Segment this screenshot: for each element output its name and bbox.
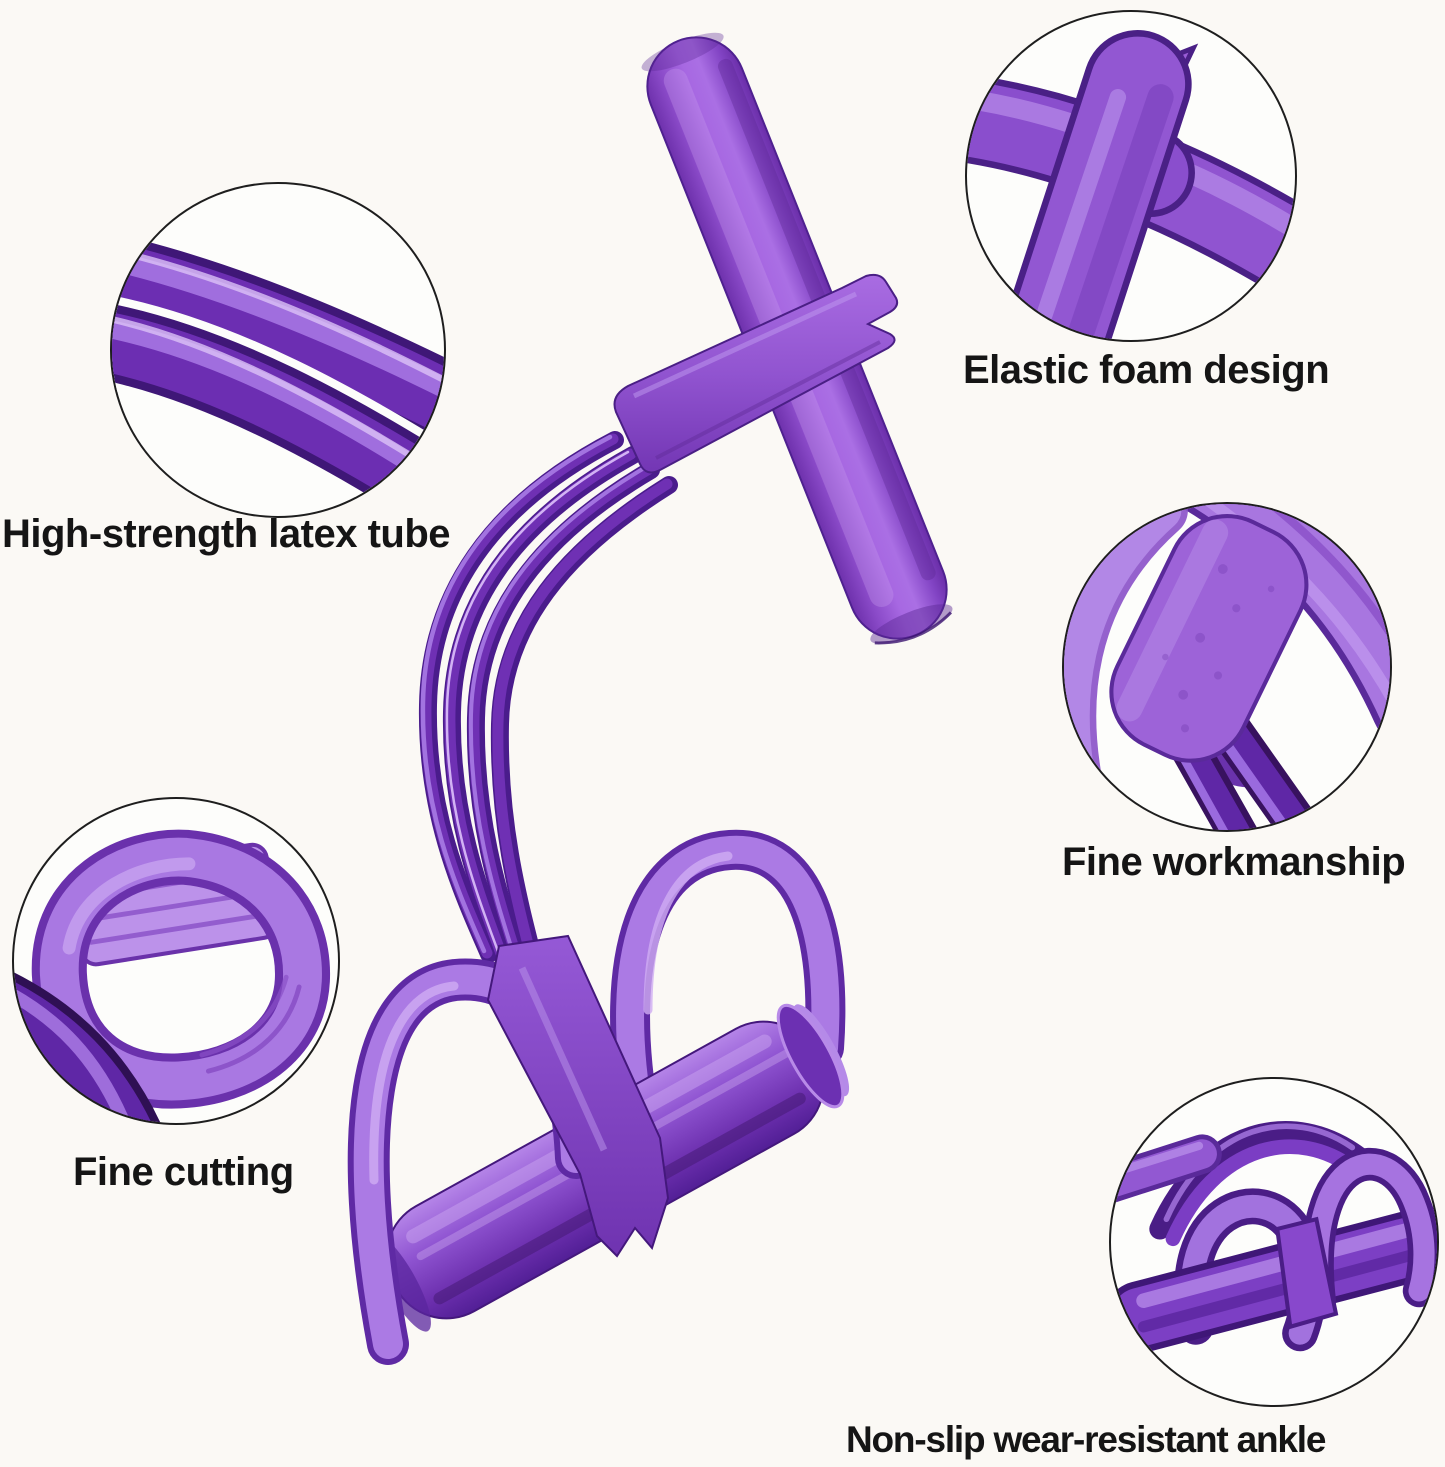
callout-label-latex-tube: High-strength latex tube [2,512,451,556]
foam-sleeve-with-tubes-detail-icon [1064,504,1390,830]
callout-label-fine-workmanship: Fine workmanship [1062,840,1406,884]
foot-loop-right [610,829,846,1140]
callout-elastic-foam [965,10,1297,342]
foam-foot-loop-detail-icon [14,829,330,1123]
callout-label-elastic-foam: Elastic foam design [963,348,1330,392]
callout-label-fine-cutting: Fine cutting [73,1150,294,1194]
callout-label-non-slip-ankle: Non-slip wear-resistant ankle [846,1419,1326,1460]
foam-cross-sleeve [613,273,899,474]
callout-fine-cutting [12,797,340,1125]
crossed-latex-tubes-detail-icon [112,233,444,516]
callout-non-slip-ankle [1109,1077,1439,1407]
pedal-base-foot-loops-detail-icon [1111,1121,1437,1353]
foam-handle-junction-detail-icon [967,30,1295,340]
callout-fine-workmanship [1062,502,1392,832]
callout-latex-tube [110,182,446,518]
latex-tubes [418,431,678,970]
tube-connector [486,934,670,1258]
